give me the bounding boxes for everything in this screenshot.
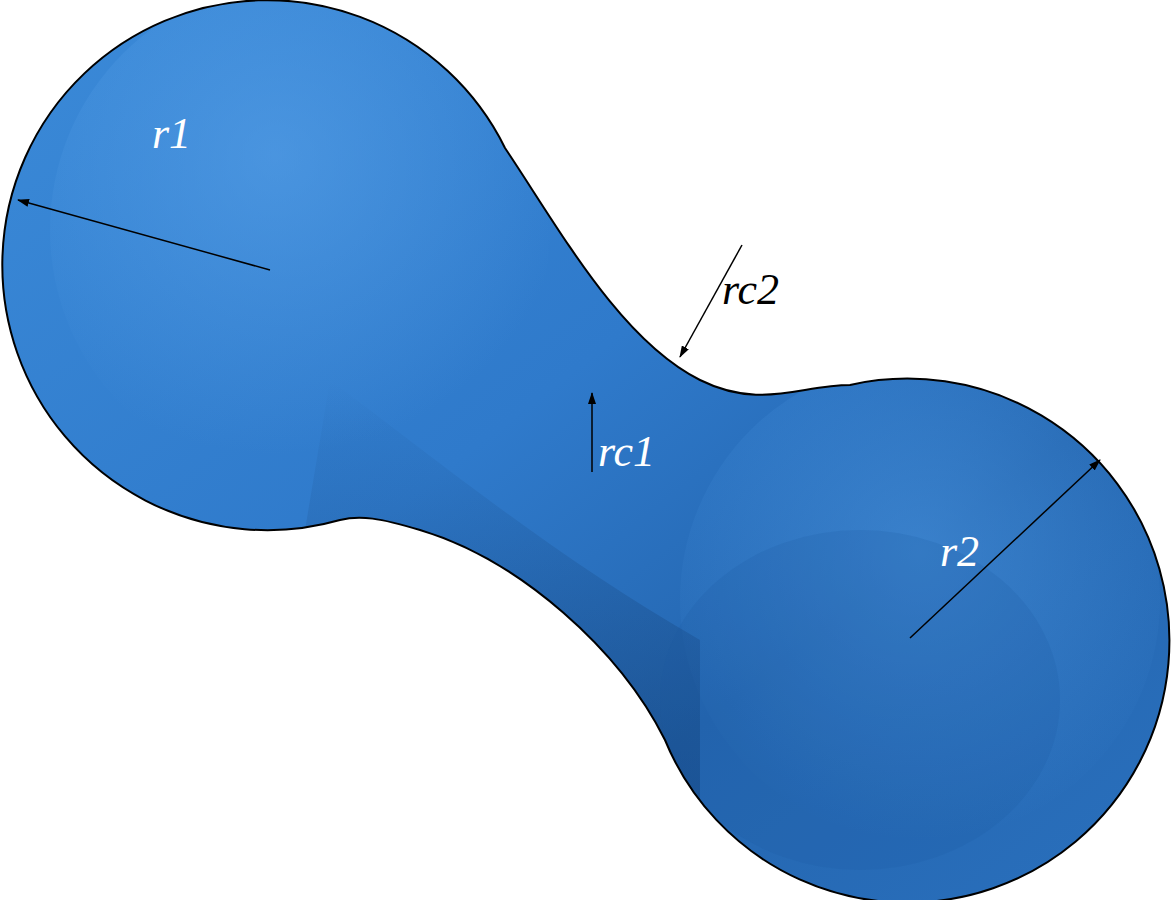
dimension-label: r1 — [152, 112, 191, 156]
dimension-label: rc1 — [598, 430, 655, 474]
dimension-label: r2 — [940, 530, 979, 574]
r2-leader — [910, 460, 1100, 638]
rc1-leader — [591, 393, 593, 472]
dimension-label: rc2 — [722, 268, 779, 312]
r1-leader — [18, 200, 270, 270]
